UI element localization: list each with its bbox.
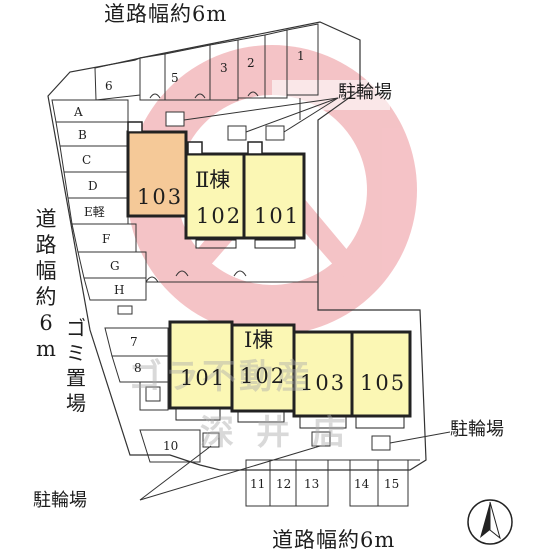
wing1-unit-102-label: 102: [240, 364, 287, 388]
parking-slot-label: 3: [220, 61, 228, 75]
parking-slot-label: 6: [105, 79, 113, 93]
wing1-unit-102: [230, 323, 296, 413]
parking-slot-label: 7: [130, 335, 138, 349]
wing-2-label: Ⅱ棟: [195, 168, 231, 192]
parking-slot-label: A: [74, 105, 83, 119]
parking-slot-label: F: [102, 232, 111, 246]
road-label-left: 道路幅約6m: [35, 207, 57, 361]
wing2-unit-101-label: 101: [254, 204, 301, 228]
bicycle-parking-label-right: 駐輪場: [450, 419, 504, 440]
bicycle-parking-boxes: [117, 111, 391, 451]
wing-1-building: [168, 320, 412, 429]
garbage-area-label: ゴミ置場: [66, 316, 86, 415]
wing-1-label: Ⅰ棟: [244, 328, 274, 352]
parking-slot-label: H: [114, 283, 125, 297]
parking-slot-label: 1: [297, 49, 305, 63]
wing-2-building: [126, 121, 306, 249]
watermark-line2: 深井店: [200, 413, 368, 453]
parking-slot-label: E軽: [84, 205, 105, 219]
parking-slot-label: 13: [304, 477, 320, 491]
middle-left-parking: [104, 327, 169, 411]
wing2-unit-102-label: 102: [196, 204, 243, 228]
wing1-unit-103: [292, 330, 354, 418]
wing1-unit-105-label: 105: [360, 371, 407, 395]
top-parking-row: [94, 23, 319, 101]
parking-slot-label: 12: [276, 477, 292, 491]
driveway-lines: [175, 98, 318, 283]
parking-slot-label: 5: [171, 71, 179, 85]
road-label-bottom: 道路幅約6m: [272, 528, 396, 552]
wing2-unit-101: [242, 152, 306, 240]
parking-slot-label: B: [78, 128, 87, 142]
parking-slot-label: C: [82, 153, 92, 167]
parking-slot-label: 14: [354, 477, 370, 491]
wing2-unit-103: [126, 130, 188, 218]
wing2-unit-103-label: 103: [137, 185, 184, 209]
parking-slot-label: G: [110, 259, 120, 273]
road-label-top: 道路幅約6m: [104, 2, 228, 26]
parking-slot-label: D: [88, 179, 98, 193]
wing2-unit-102: [184, 152, 246, 240]
parking-slot-label: 11: [250, 477, 266, 491]
bicycle-parking-label-top: 駐輪場: [338, 82, 392, 103]
parking-slot-label: 8: [134, 361, 142, 375]
bicycle-parking-label-left: 駐輪場: [33, 490, 87, 511]
parking-slot-label: 15: [384, 477, 400, 491]
leader-lines: [139, 97, 451, 501]
parking-slot-label: 2: [247, 56, 255, 70]
watermark-line1: ゴラ不動産: [128, 357, 313, 397]
parking-slot-label: 10: [163, 439, 179, 453]
wing1-unit-101-label: 101: [180, 366, 227, 390]
wing1-unit-101: [168, 320, 234, 410]
wing1-unit-103-label: 103: [300, 371, 347, 395]
north-arrow-icon: [467, 499, 513, 545]
wing1-unit-105: [350, 330, 412, 418]
